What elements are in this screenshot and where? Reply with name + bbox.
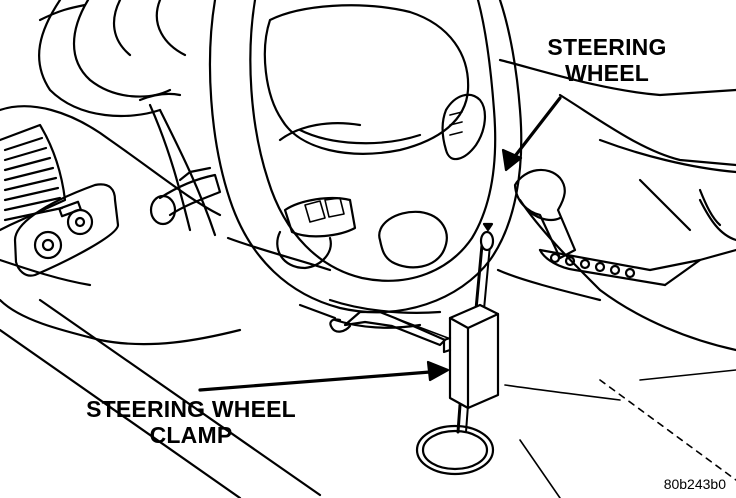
figure-code: 80b243b0 [663,476,726,492]
turn-signal-lever [149,166,222,226]
floor-lines [504,369,736,498]
steering-column [298,298,442,329]
steering-wheel-label-line1: STEERING [547,34,667,60]
clamp-arrow [198,370,432,392]
steering-wheel-rim [208,0,523,314]
steering-wheel-hub [263,4,486,161]
steering-wheel-label-line2: WHEEL [564,60,650,86]
center-console [496,58,736,352]
steering-wheel-clamp-label: STEERING WHEEL CLAMP [60,396,322,448]
gear-shifter [513,168,577,260]
steering-wheel-label: STEERING WHEEL [512,34,702,86]
spoke-pads [378,210,448,269]
air-vent [0,123,67,232]
clamp-label-line2: CLAMP [149,422,233,448]
headlamp-switch-panel [13,183,120,277]
clamp-label-line1: STEERING WHEEL [86,396,296,422]
steering-wheel-clamp [415,222,500,476]
callout-arrows [198,96,562,392]
spoke-controls [276,196,357,270]
instrument-cluster [38,0,187,118]
steering-wheel-arrow [510,96,562,162]
